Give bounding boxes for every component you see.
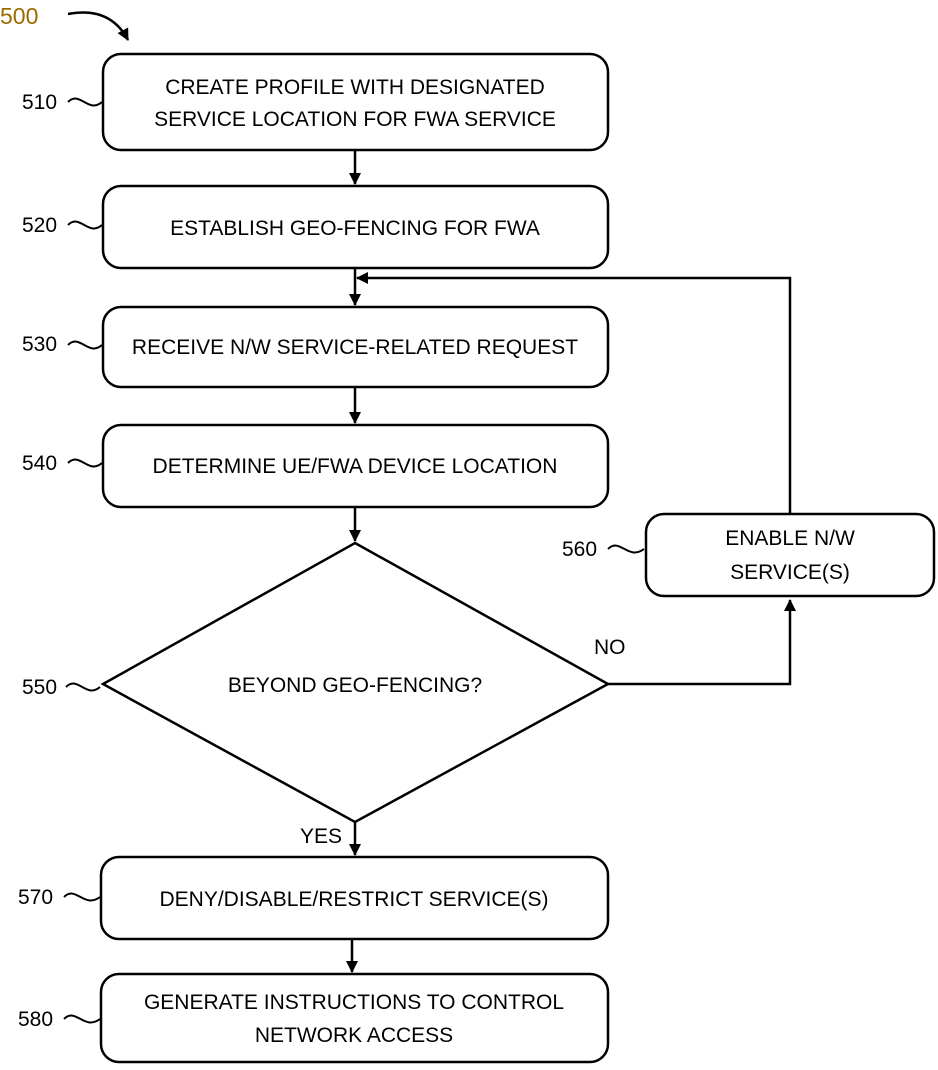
figure-number: 500 (0, 3, 38, 29)
decision-550-leader (65, 682, 101, 692)
figure-pointer-arrow (67, 11, 130, 41)
step-540-leader (67, 458, 103, 468)
step-560-ref: 560 (562, 538, 597, 561)
step-520-label: ESTABLISH GEO-FENCING FOR FWA (170, 217, 540, 240)
branch-yes-label: YES (300, 825, 342, 848)
step-530-ref: 530 (22, 333, 57, 356)
step-580-box (99, 972, 610, 1064)
step-510-line-1: CREATE PROFILE WITH DESIGNATED (165, 76, 545, 99)
step-560-line-2: SERVICE(S) (730, 561, 850, 584)
step-570-box (99, 855, 610, 941)
step-540-label: DETERMINE UE/FWA DEVICE LOCATION (153, 455, 558, 478)
step-510-box (101, 52, 610, 152)
arrow-no-550-to-560 (608, 599, 796, 686)
step-570-ref: 570 (18, 886, 53, 909)
step-520-leader (67, 220, 103, 230)
step-520-ref: 520 (22, 214, 57, 237)
step-580-line-1: GENERATE INSTRUCTIONS TO CONTROL (144, 991, 564, 1014)
step-530-leader (67, 340, 103, 350)
step-570-label: DENY/DISABLE/RESTRICT SERVICE(S) (160, 888, 549, 911)
step-560-line-1: ENABLE N/W (725, 527, 855, 550)
decision-550-label: BEYOND GEO-FENCING? (228, 674, 482, 697)
step-580-leader (63, 1014, 101, 1024)
step-580-line-2: NETWORK ACCESS (255, 1024, 453, 1047)
step-560-leader (607, 544, 645, 554)
decision-550-ref: 550 (22, 676, 57, 699)
step-510-ref: 510 (22, 91, 57, 114)
step-580-ref: 580 (18, 1008, 53, 1031)
arrow-loop-560-to-530 (356, 272, 792, 514)
step-540-ref: 540 (22, 452, 57, 475)
branch-no-label: NO (594, 636, 626, 659)
step-530-label: RECEIVE N/W SERVICE-RELATED REQUEST (132, 336, 578, 359)
step-510-line-2: SERVICE LOCATION FOR FWA SERVICE (154, 108, 556, 131)
step-510-leader (67, 97, 103, 107)
step-570-leader (63, 892, 101, 902)
